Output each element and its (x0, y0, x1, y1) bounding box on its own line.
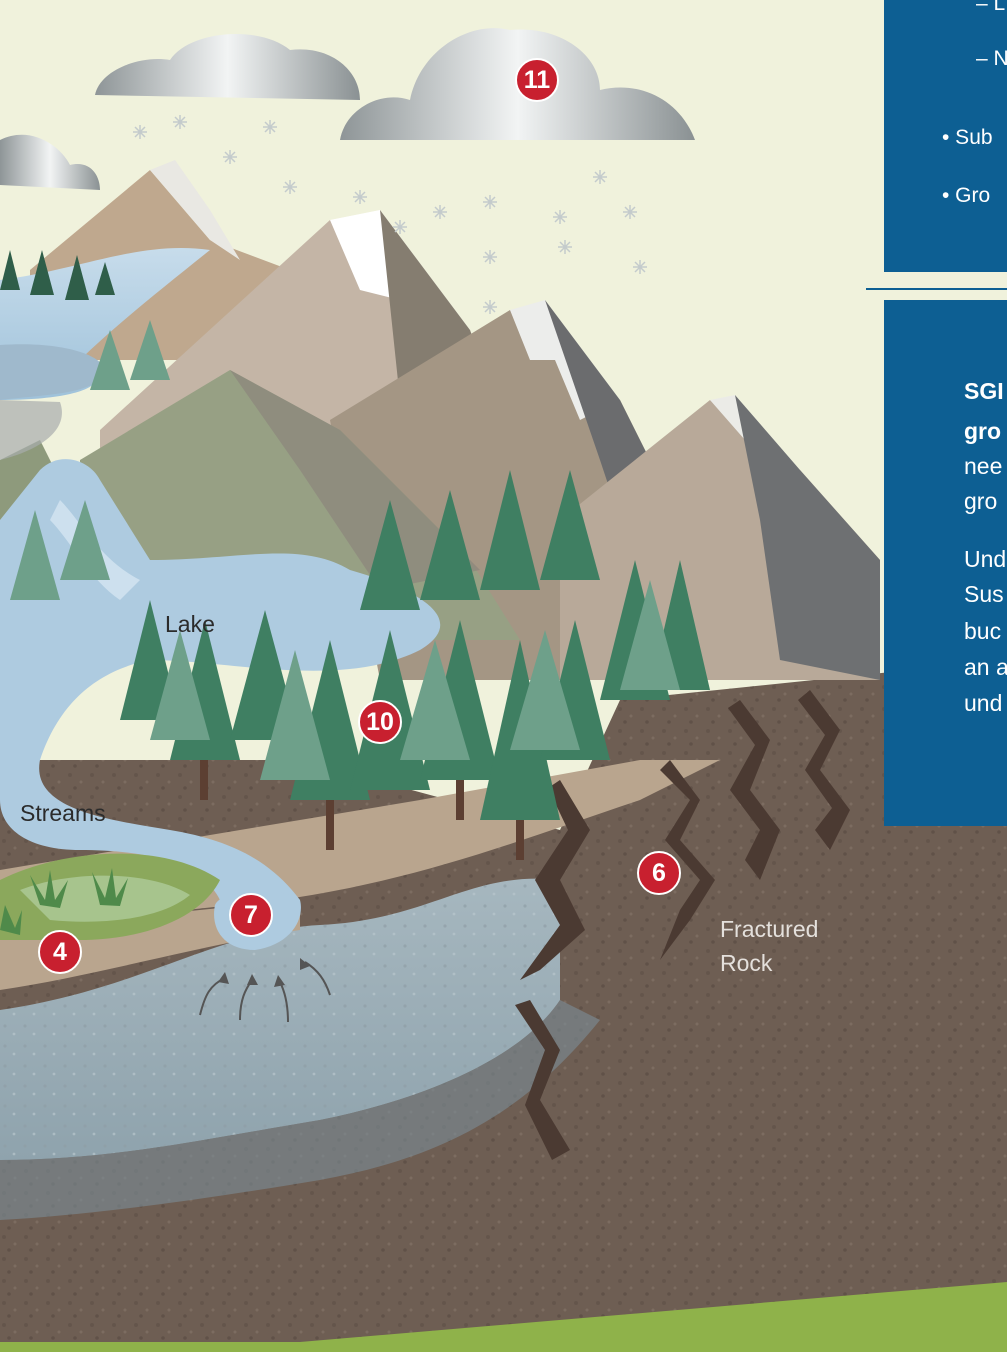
panel-bottom-line-9: und (964, 690, 1003, 716)
lake-label: Lake (165, 611, 215, 637)
panel-bottom-line-7: buc (964, 618, 1002, 644)
panel-top-line-2: – N (976, 47, 1007, 70)
marker-6[interactable]: 6 (637, 851, 681, 895)
panel-bottom-line-6: Sus (964, 581, 1004, 607)
water-bodies (0, 247, 441, 950)
panel-bottom-line-5: Und (964, 546, 1007, 572)
marker-10[interactable]: 10 (358, 700, 402, 744)
streams-label: Streams (20, 800, 106, 826)
rock-fractures (515, 690, 850, 1160)
panel-top-line-1: – L (976, 0, 1006, 15)
panel-top-line-3: • Sub (942, 126, 993, 149)
marker-7[interactable]: 7 (229, 893, 273, 937)
info-panel-top: – L – N • Sub • Gro (884, 0, 1007, 272)
marker-4[interactable]: 4 (38, 930, 82, 974)
panel-bottom-line-8: an a (964, 654, 1007, 680)
wetland (0, 853, 220, 940)
snowfall (133, 115, 647, 314)
marker-11[interactable]: 11 (515, 58, 559, 102)
aquifer-layer (0, 878, 600, 1220)
panel-divider (866, 288, 1007, 290)
panel-bottom-line-3: nee (964, 453, 1003, 479)
info-panel-bottom: SGI gro nee gro Und Sus buc an a und (884, 300, 1007, 826)
panel-top-line-4: • Gro (942, 184, 991, 207)
panel-bottom-line-2: gro (964, 418, 1002, 444)
grass-strip (0, 1282, 1007, 1352)
panel-bottom-line-4: gro (964, 488, 998, 514)
fractured-rock-label-line2: Rock (720, 950, 773, 976)
panel-bottom-line-1: SGI (964, 378, 1004, 404)
fractured-rock-label-line1: Fractured (720, 916, 819, 942)
